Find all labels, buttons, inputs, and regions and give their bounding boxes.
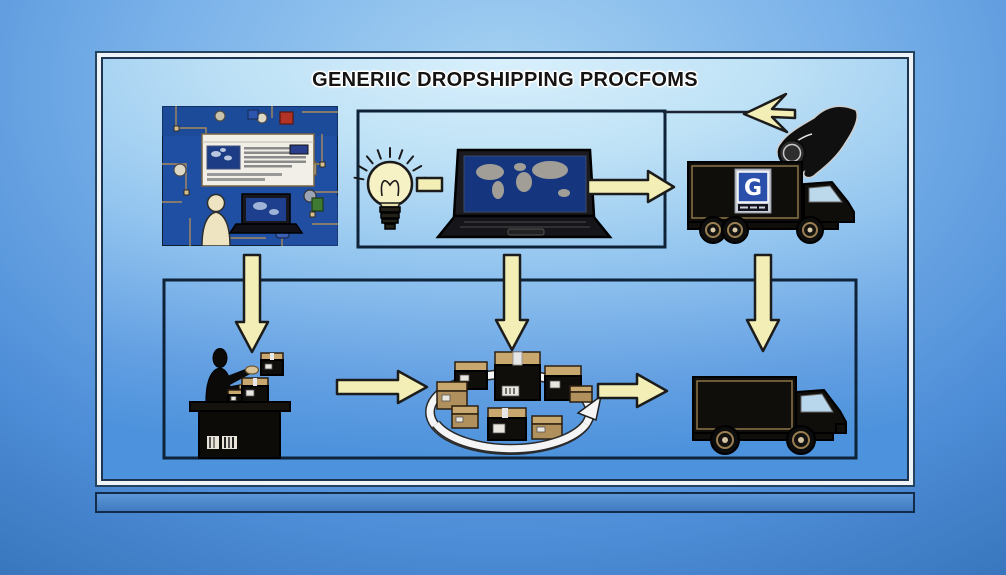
- left-arrowhead-icon: [742, 92, 797, 134]
- browser-window: [201, 133, 315, 187]
- arrow-packages-to-truck: [596, 372, 669, 409]
- package-cycle: [425, 351, 603, 455]
- package-box: [451, 405, 479, 429]
- chip-icon: [214, 110, 226, 122]
- laptop-thumbnail: [228, 193, 304, 234]
- arrow-laptop-down: [494, 253, 530, 352]
- barcode-label: [207, 436, 219, 449]
- supplier-truck: G: [687, 161, 855, 244]
- truck-wheels: [699, 216, 824, 244]
- frame-base-strip: [95, 492, 915, 513]
- floating-package: [260, 352, 284, 376]
- package-box: [487, 407, 527, 441]
- logo-letter: G: [744, 176, 762, 201]
- diagram-title: GENERIIC DROPSHIPPING PROCFOMS: [312, 69, 698, 91]
- delivery-truck: [692, 376, 847, 455]
- cab-window: [800, 393, 834, 413]
- merchant-at-desk: [189, 348, 291, 459]
- user-avatar: [201, 193, 231, 246]
- dash-connector: [415, 176, 444, 193]
- arrow-laptop-to-truck: [586, 169, 676, 204]
- online-store-collage: [162, 106, 338, 246]
- arrow-desk-to-packages: [335, 369, 429, 405]
- book-icon: [279, 111, 294, 125]
- package-box: [436, 381, 468, 410]
- browser-button: [289, 144, 309, 155]
- package-box: [494, 351, 541, 401]
- clock-icon: [173, 163, 187, 177]
- world-map: [476, 161, 570, 199]
- laptop-world-map: [435, 148, 613, 239]
- chart-icon: [311, 197, 324, 212]
- arrow-truck-down: [745, 253, 781, 353]
- merchant-figure: [205, 348, 260, 407]
- cab-window: [808, 185, 843, 203]
- lightbulb-icon: [353, 147, 427, 230]
- folder-icon: [247, 109, 259, 120]
- cycle-arrowhead: [576, 394, 603, 422]
- package-box: [531, 415, 563, 440]
- arrow-store-down: [234, 253, 270, 354]
- desk: [189, 401, 291, 459]
- truck-wheels: [710, 425, 816, 455]
- package-box: [569, 385, 593, 403]
